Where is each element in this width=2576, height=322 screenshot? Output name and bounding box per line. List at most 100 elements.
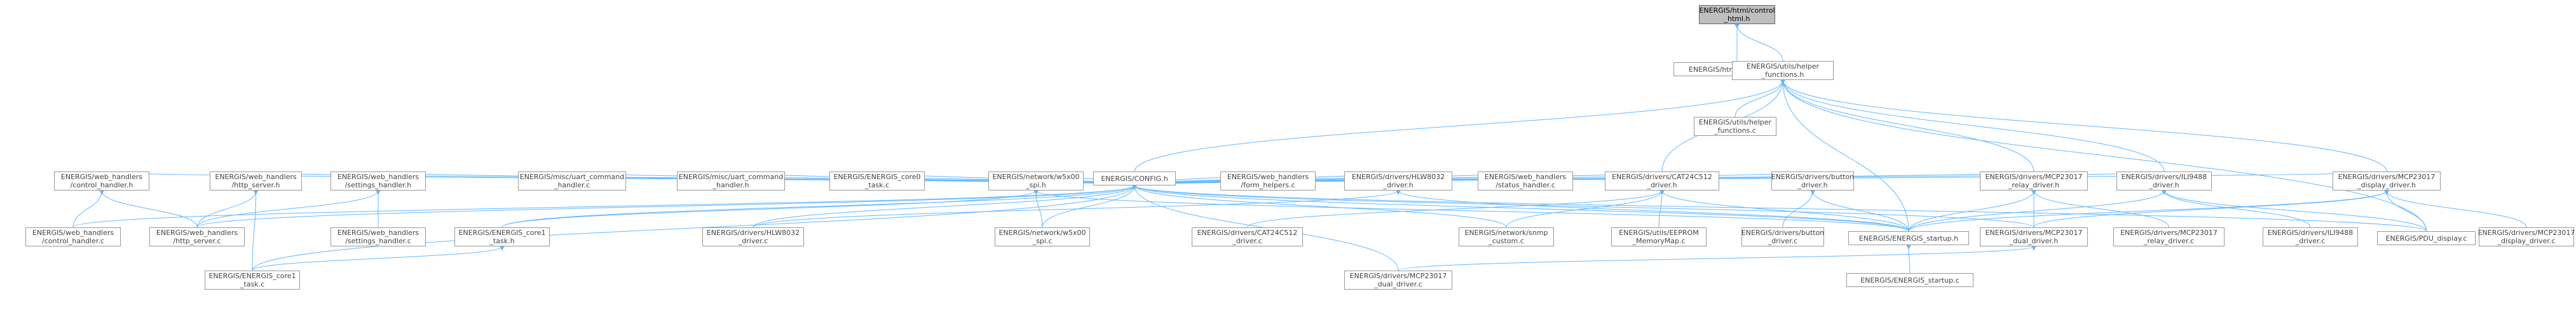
node-pdudisp[interactable]: ENERGIS/PDU_display.c (2377, 231, 2476, 245)
edge-core1h-to-w5spih (501, 190, 1039, 228)
node-relayh[interactable]: ENERGIS/drivers/MCP23017 _relay_driver.h (1980, 171, 2088, 191)
edge-startupc-to-startuph (1906, 245, 1911, 274)
node-settc[interactable]: ENERGIS/web_handlers /settings_handler.c (331, 227, 426, 246)
node-label: ENERGIS/utils/helper _functions.h (1746, 62, 1820, 79)
node-core0[interactable]: ENERGIS/ENERGIS_core0 _task.c (829, 171, 925, 191)
edge-startuph-to-hlwh (1396, 190, 1909, 232)
edge-ilic-to-ilih (2162, 190, 2311, 228)
edge-relayc-to-relayh (2031, 190, 2169, 228)
node-label: ENERGIS/PDU_display.c (2385, 234, 2467, 243)
node-label: ENERGIS/drivers/ILI9488 _driver.c (2267, 229, 2354, 245)
node-eeprom[interactable]: ENERGIS/utils/EEPROM _MemoryMap.c (1611, 227, 1707, 246)
node-label: ENERGIS/ENERGIS_core1 _task.c (208, 272, 296, 288)
node-startupc[interactable]: ENERGIS/ENERGIS_startup.c (1846, 273, 1973, 287)
node-w5spic[interactable]: ENERGIS/network/w5x00 _spi.c (995, 227, 1090, 246)
node-dualh[interactable]: ENERGIS/drivers/MCP23017 _dual_driver.h (1980, 227, 2088, 246)
edge-pdudisp-to-ilih (2162, 190, 2427, 232)
edge-dualc-to-dualh (1398, 246, 2036, 271)
node-dispc[interactable]: ENERGIS/drivers/MCP23017 _display_driver… (2477, 227, 2575, 246)
node-label: ENERGIS/drivers/MCP23017 _display_driver… (2338, 173, 2436, 189)
edge-core1h-to-config (501, 185, 1137, 228)
node-helperc[interactable]: ENERGIS/utils/helper _functions.c (1694, 117, 1776, 136)
edge-core1c-to-config (252, 185, 1137, 271)
edge-ilih-to-helperh (1780, 79, 2165, 172)
edge-relayh-to-helperh (1780, 79, 2034, 172)
edge-ctrlc-to-config (72, 185, 1137, 228)
node-helperh[interactable]: ENERGIS/utils/helper _functions.h (1732, 61, 1834, 80)
node-ctrlc[interactable]: ENERGIS/web_handlers /control_handler.c (25, 227, 121, 246)
edge-hlwc-to-config (753, 185, 1137, 228)
node-core1h[interactable]: ENERGIS/ENERGIS_core1 _task.h (454, 227, 550, 246)
node-core1c[interactable]: ENERGIS/ENERGIS_core1 _task.c (205, 271, 300, 290)
edge-startuph-to-relayh (1908, 190, 2036, 232)
node-dualc[interactable]: ENERGIS/drivers/MCP23017 _dual_driver.c (1344, 271, 1452, 290)
node-label: ENERGIS/web_handlers /form_helpers.c (1227, 173, 1309, 189)
node-label: ENERGIS/ENERGIS_startup.c (1860, 276, 1959, 285)
node-label: ENERGIS/drivers/MCP23017 _dual_driver.h (1985, 229, 2083, 245)
node-ilic[interactable]: ENERGIS/drivers/ILI9488 _driver.c (2263, 227, 2358, 246)
edge-httpc-to-httph (196, 190, 258, 228)
edge-snmpc-to-config (1132, 185, 1507, 228)
node-hlwh[interactable]: ENERGIS/drivers/HLW8032 _driver.h (1344, 171, 1452, 191)
node-disph[interactable]: ENERGIS/drivers/MCP23017 _display_driver… (2333, 171, 2441, 191)
edge-snmpc-to-cath (1506, 190, 1665, 228)
node-w5spih[interactable]: ENERGIS/network/w5x00 _spi.h (988, 171, 1084, 191)
node-btnh[interactable]: ENERGIS/drivers/button _driver.h (1771, 171, 1854, 191)
edge-core1c-to-httph (252, 190, 258, 271)
node-catc[interactable]: ENERGIS/drivers/CAT24C512 _driver.c (1192, 227, 1303, 246)
node-cath[interactable]: ENERGIS/drivers/CAT24C512 _driver.h (1605, 171, 1719, 191)
node-label: ENERGIS/drivers/CAT24C512 _driver.h (1612, 173, 1712, 189)
node-label: ENERGIS/drivers/HLW8032 _driver.c (706, 229, 800, 245)
node-label: ENERGIS/network/w5x00 _spi.h (992, 173, 1080, 189)
node-relayc[interactable]: ENERGIS/drivers/MCP23017 _relay_driver.c (2113, 227, 2225, 246)
edge-helperc-to-helperh (1734, 79, 1785, 117)
node-label: ENERGIS/misc/uart_command _handler.c (519, 173, 625, 189)
edge-startuph-to-helperh (1780, 79, 1909, 232)
node-httph[interactable]: ENERGIS/web_handlers /http_server.h (210, 171, 302, 191)
edge-startuph-to-disph (1908, 190, 2389, 232)
node-label: ENERGIS/ENERGIS_core0 _task.c (833, 173, 921, 189)
node-ilih[interactable]: ENERGIS/drivers/ILI9488 _driver.h (2116, 171, 2212, 191)
node-statc[interactable]: ENERGIS/web_handlers /status_handler.c (1478, 171, 1573, 191)
node-httpc[interactable]: ENERGIS/web_handlers /http_server.c (149, 227, 245, 246)
node-label: ENERGIS/web_handlers /http_server.h (215, 173, 297, 189)
node-ctrlh[interactable]: ENERGIS/web_handlers /control_handler.h (54, 171, 149, 191)
node-label: ENERGIS/network/snmp _custom.c (1464, 229, 1548, 245)
edge-startuph-to-cath (1659, 190, 1909, 232)
edge-pdudisp-to-helperh (1780, 79, 2427, 232)
edge-pdudisp-to-disph (2384, 190, 2427, 232)
edge-btnc-to-btnh (1782, 190, 1815, 228)
node-hlwc[interactable]: ENERGIS/drivers/HLW8032 _driver.c (702, 227, 804, 246)
edge-config-to-helperh (1134, 79, 1785, 172)
node-uarth[interactable]: ENERGIS/misc/uart_command _handler.h (677, 171, 785, 191)
edge-startuph-to-config (1132, 185, 1909, 232)
edge-startuph-to-btnh (1810, 190, 1909, 232)
node-root: ENERGIS/html/control _html.h (1699, 5, 1775, 24)
node-label: ENERGIS/drivers/MCP23017 _display_driver… (2477, 229, 2575, 245)
node-snmpc[interactable]: ENERGIS/network/snmp _custom.c (1459, 227, 1554, 246)
node-btnc[interactable]: ENERGIS/drivers/button _driver.c (1741, 227, 1824, 246)
node-uartc[interactable]: ENERGIS/misc/uart_command _handler.c (518, 171, 626, 191)
edge-helperh-to-root (1734, 23, 1783, 62)
node-label: ENERGIS/drivers/button _driver.c (1741, 229, 1825, 245)
node-setth[interactable]: ENERGIS/web_handlers /settings_handler.h (331, 171, 426, 191)
node-label: ENERGIS/web_handlers /settings_handler.h (337, 173, 419, 189)
node-label: ENERGIS/drivers/HLW8032 _driver.h (1351, 173, 1445, 189)
edge-w5spic-to-config (1042, 185, 1137, 228)
node-config[interactable]: ENERGIS/CONFIG.h (1093, 171, 1176, 185)
node-label: ENERGIS/web_handlers /control_handler.h (60, 173, 143, 189)
edge-startuph-to-w5spih (1033, 190, 1909, 232)
edge-disph-to-helperh (1780, 79, 2387, 172)
node-label: ENERGIS/network/w5x00 _spi.c (998, 229, 1086, 245)
node-formc[interactable]: ENERGIS/web_handlers /form_helpers.c (1220, 171, 1316, 191)
edge-hlwc-to-hlwh (753, 190, 1401, 228)
edge-eeprom-to-cath (1658, 190, 1665, 228)
edge-httpc-to-setth (196, 190, 381, 228)
node-label: ENERGIS/drivers/MCP23017 _relay_driver.h (1985, 173, 2083, 189)
node-label: ENERGIS/ENERGIS_core1 _task.h (458, 229, 546, 245)
node-startuph[interactable]: ENERGIS/ENERGIS_startup.h (1848, 231, 1969, 245)
node-label: ENERGIS/utils/helper _functions.c (1698, 118, 1772, 135)
node-label: ENERGIS/web_handlers /control_handler.c (32, 229, 114, 245)
